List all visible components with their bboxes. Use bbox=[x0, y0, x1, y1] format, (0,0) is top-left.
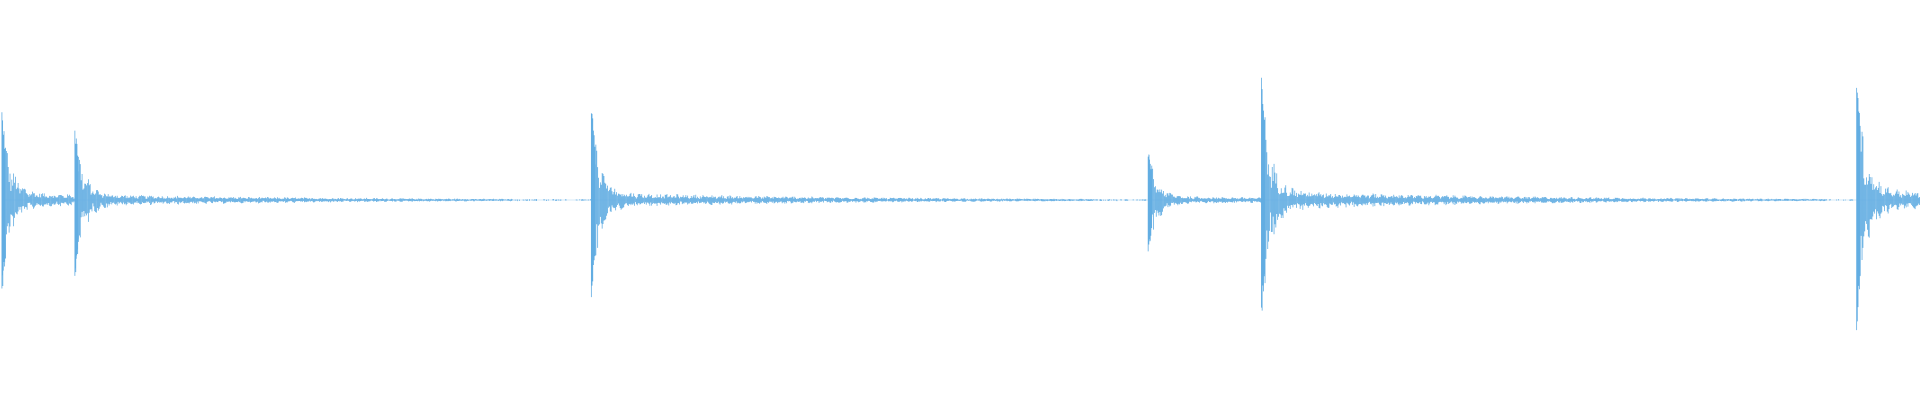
waveform-signal bbox=[1, 77, 1920, 331]
waveform-bars bbox=[1, 77, 1920, 331]
